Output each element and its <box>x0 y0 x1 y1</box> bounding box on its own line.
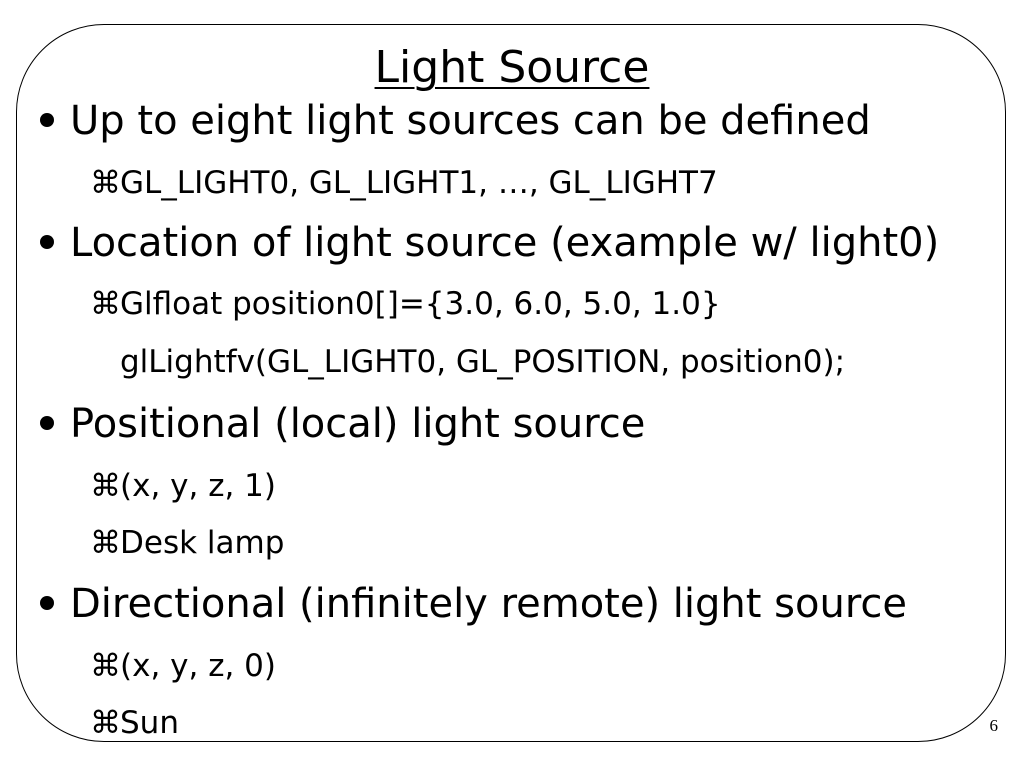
sub-bullet-text: Desk lamp <box>120 525 285 561</box>
sub-bullet-item: ⌘(x, y, z, 0) <box>90 646 276 686</box>
command-key-icon: ⌘ <box>90 525 121 561</box>
sub-bullet-item: ⌘GL_LIGHT0, GL_LIGHT1, …, GL_LIGHT7 <box>90 163 718 203</box>
bullet-text: Location of light source (example w/ lig… <box>70 220 940 266</box>
command-key-icon: ⌘ <box>90 286 121 322</box>
command-key-icon: ⌘ <box>90 165 121 201</box>
bullet-text: Positional (local) light source <box>70 401 646 447</box>
sub-bullet-item: ⌘Sun <box>90 703 179 743</box>
sub-bullet-text: (x, y, z, 1) <box>120 468 276 504</box>
slide-frame <box>16 24 1006 742</box>
bullet-item: Location of light source (example w/ lig… <box>38 219 939 267</box>
bullet-item: Directional (infinitely remote) light so… <box>38 580 907 628</box>
sub-bullet-item: ⌘Desk lamp <box>90 523 284 563</box>
bullet-dot-icon <box>40 235 54 249</box>
bullet-text: Directional (infinitely remote) light so… <box>70 581 907 627</box>
sub-bullet-text: Glfloat position0[]={3.0, 6.0, 5.0, 1.0} <box>120 286 721 322</box>
sub-bullet-continuation: glLightfv(GL_LIGHT0, GL_POSITION, positi… <box>120 344 846 380</box>
bullet-item: Positional (local) light source <box>38 400 645 448</box>
bullet-dot-icon <box>40 113 54 127</box>
sub-bullet-item: ⌘(x, y, z, 1) <box>90 466 276 506</box>
bullet-item: Up to eight light sources can be defined <box>38 97 871 145</box>
page-number: 6 <box>989 716 999 735</box>
command-key-icon: ⌘ <box>90 468 121 504</box>
command-key-icon: ⌘ <box>90 705 121 741</box>
slide-title: Light Source <box>374 42 650 93</box>
bullet-text: Up to eight light sources can be defined <box>70 98 871 144</box>
bullet-dot-icon <box>40 416 54 430</box>
sub-bullet-text: Sun <box>120 705 179 741</box>
sub-bullet-text: GL_LIGHT0, GL_LIGHT1, …, GL_LIGHT7 <box>120 165 718 201</box>
sub-bullet-text: (x, y, z, 0) <box>120 648 276 684</box>
command-key-icon: ⌘ <box>90 648 121 684</box>
sub-bullet-item: ⌘Glfloat position0[]={3.0, 6.0, 5.0, 1.0… <box>90 284 721 324</box>
bullet-dot-icon <box>40 596 54 610</box>
